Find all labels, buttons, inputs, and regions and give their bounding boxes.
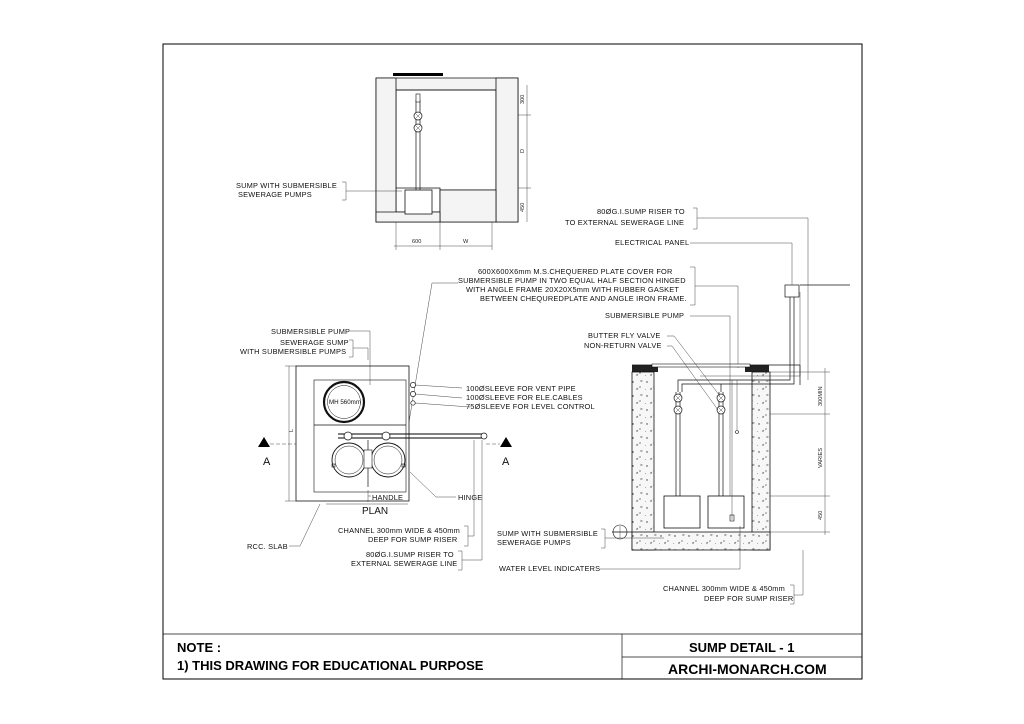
section-dim-450: 450 — [818, 511, 824, 520]
title-block: NOTE : 1) THIS DRAWING FOR EDUCATIONAL P… — [163, 633, 862, 679]
non-return-valve-label: NON-RETURN VALVE — [584, 341, 662, 350]
sleeve-level-label: 75ØSLEEVE FOR LEVEL CONTROL — [466, 402, 595, 411]
section-channel-label-1: CHANNEL 300mm WIDE & 450mm — [663, 584, 785, 593]
sleeve-vent-label: 100ØSLEEVE FOR VENT PIPE — [466, 384, 576, 393]
plan-dim-l: L — [289, 429, 295, 432]
sheet-border — [162, 43, 863, 680]
plan-view: MH 560mm 100ØSLEEVE FOR VENT PIPE 100ØSL… — [240, 327, 595, 571]
plan-channel-label-1: CHANNEL 300mm WIDE & 450mm — [338, 526, 460, 535]
cover-note-line-4: BETWEEN CHEQUREDPLATE AND ANGLE IRON FRA… — [480, 294, 687, 303]
water-level-label: WATER LEVEL INDICATERS — [499, 564, 600, 573]
plan-submersible-pump-label: SUBMERSIBLE PUMP — [271, 327, 350, 336]
cover-note-line-3: WITH ANGLE FRAME 20X20X5mm WITH RUBBER G… — [466, 285, 679, 294]
section-submersible-pump-label: SUBMERSIBLE PUMP — [605, 311, 684, 320]
electrical-panel-label: ELECTRICAL PANEL — [615, 238, 689, 247]
top-dim-600: 600 — [412, 239, 421, 245]
plate-cover-note: 600X600X6mm M.S.CHEQUERED PLATE COVER FO… — [407, 266, 739, 429]
drawing-title: SUMP DETAIL - 1 — [689, 640, 794, 655]
rcc-slab-label: RCC. SLAB — [247, 542, 288, 551]
section-channel-label-2: DEEP FOR SUMP RISER — [704, 594, 793, 603]
plan-riser-label-2: EXTERNAL SEWERAGE LINE — [351, 559, 457, 568]
manhole-label: MH 560mm — [329, 399, 361, 406]
plan-riser-label-1: 80ØG.I.SUMP RISER TO — [366, 550, 454, 559]
butterfly-valve-label: BUTTER FLY VALVE — [588, 331, 660, 340]
handle-label: HANDLE — [372, 493, 403, 502]
site-name: ARCHI-MONARCH.COM — [668, 661, 827, 677]
plan-title: PLAN — [362, 506, 388, 517]
section-riser-label-2: TO EXTERNAL SEWERAGE LINE — [565, 218, 684, 227]
hinge-label: HINGE — [458, 493, 482, 502]
plan-sewerage-sump-label-2: WITH SUBMERSIBLE PUMPS — [240, 347, 346, 356]
section-sump-label-1: SUMP WITH SUBMERSIBLE — [497, 529, 598, 538]
plan-sewerage-sump-label-1: SEWERAGE SUMP — [280, 338, 349, 347]
cover-note-line-2: SUBMERSIBLE PUMP IN TWO EQUAL HALF SECTI… — [458, 276, 686, 285]
note-text: 1) THIS DRAWING FOR EDUCATIONAL PURPOSE — [177, 658, 484, 673]
note-title: NOTE : — [177, 640, 221, 655]
section-marker-right: A — [502, 456, 510, 468]
top-section-view: 300 D 450 600 W SUMP WITH SUBMERSIBLE SE… — [236, 73, 531, 250]
plan-channel-label-2: DEEP FOR SUMP RISER — [368, 535, 457, 544]
section-dim-varies: VARIES — [818, 448, 824, 468]
section-sump-label-2: SEWERAGE PUMPS — [497, 538, 571, 547]
top-dim-300: 300 — [520, 95, 526, 104]
section-dim-300min: 300MIN — [818, 386, 824, 406]
top-sump-label-1: SUMP WITH SUBMERSIBLE — [236, 181, 337, 190]
sleeve-cables-label: 100ØSLEEVE FOR ELE.CABLES — [466, 393, 583, 402]
top-dim-450: 450 — [520, 203, 526, 212]
section-marker-left: A — [263, 456, 271, 468]
top-dim-d: D — [520, 149, 526, 153]
cover-note-line-1: 600X600X6mm M.S.CHEQUERED PLATE COVER FO… — [478, 267, 673, 276]
top-dim-w: W — [463, 239, 469, 245]
section-view: 300MIN VARIES 450 80ØG.I.SUMP RISER TO T… — [497, 207, 850, 605]
top-sump-label-2: SEWERAGE PUMPS — [238, 190, 312, 199]
section-riser-label-1: 80ØG.I.SUMP RISER TO — [597, 207, 685, 216]
